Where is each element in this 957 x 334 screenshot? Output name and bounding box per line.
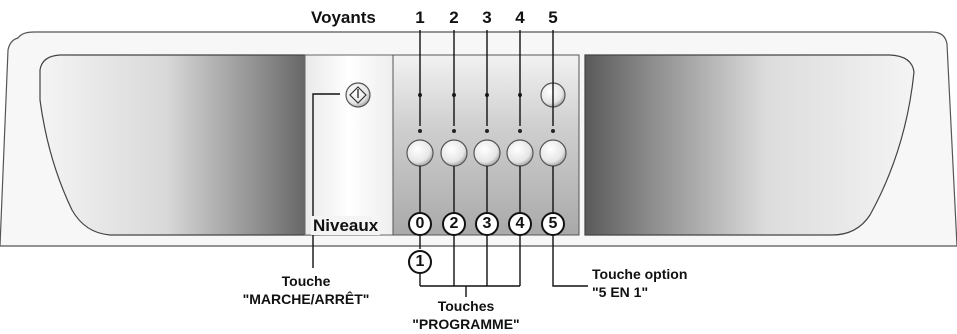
marche-leader-line [312, 93, 340, 268]
niveau-circle-1: 1 [408, 250, 432, 274]
program-buttons [406, 139, 567, 167]
touche-option-label: Touche option "5 EN 1" [592, 267, 687, 299]
touche-option-line2: "5 EN 1" [592, 284, 649, 300]
touche-marche-line2: "MARCHE/ARRÊT" [242, 291, 370, 307]
niveaux-label: Niveaux [311, 216, 381, 235]
niveau-circle-0: 0 [408, 212, 432, 236]
touches-programme-line1: Touches [437, 298, 495, 314]
left-recess [39, 54, 321, 236]
niveau-circle-2: 2 [442, 212, 466, 236]
touche-option-line1: Touche option [592, 266, 688, 282]
power-diamond-icon [349, 86, 367, 104]
voyant-number-1: 1 [415, 8, 425, 27]
niveau-circle-4: 4 [508, 212, 532, 236]
touche-marche-label: Touche "MARCHE/ARRÊT" [216, 274, 396, 306]
touches-programme-line2: "PROGRAMME" [412, 316, 520, 332]
touche-marche-line1: Touche [281, 273, 331, 289]
touches-programme-label: Touches "PROGRAMME" [376, 299, 556, 331]
voyants-label: Voyants [311, 8, 376, 27]
niveau-circle-5: 5 [541, 212, 565, 236]
voyant-number-2: 2 [449, 8, 459, 27]
power-panel [304, 54, 394, 236]
option-leader-line [552, 236, 588, 287]
programme-bracket [419, 236, 521, 297]
indicator-dots-lower [418, 129, 555, 133]
right-recess [584, 54, 915, 236]
voyant-leader-lines [419, 30, 554, 126]
power-button [345, 82, 371, 108]
voyant-number-4: 4 [515, 8, 525, 27]
voyant-number-3: 3 [482, 8, 492, 27]
voyant-number-5: 5 [548, 8, 558, 27]
niveau-circle-3: 3 [475, 212, 499, 236]
niveau-leader-lines [419, 166, 554, 213]
